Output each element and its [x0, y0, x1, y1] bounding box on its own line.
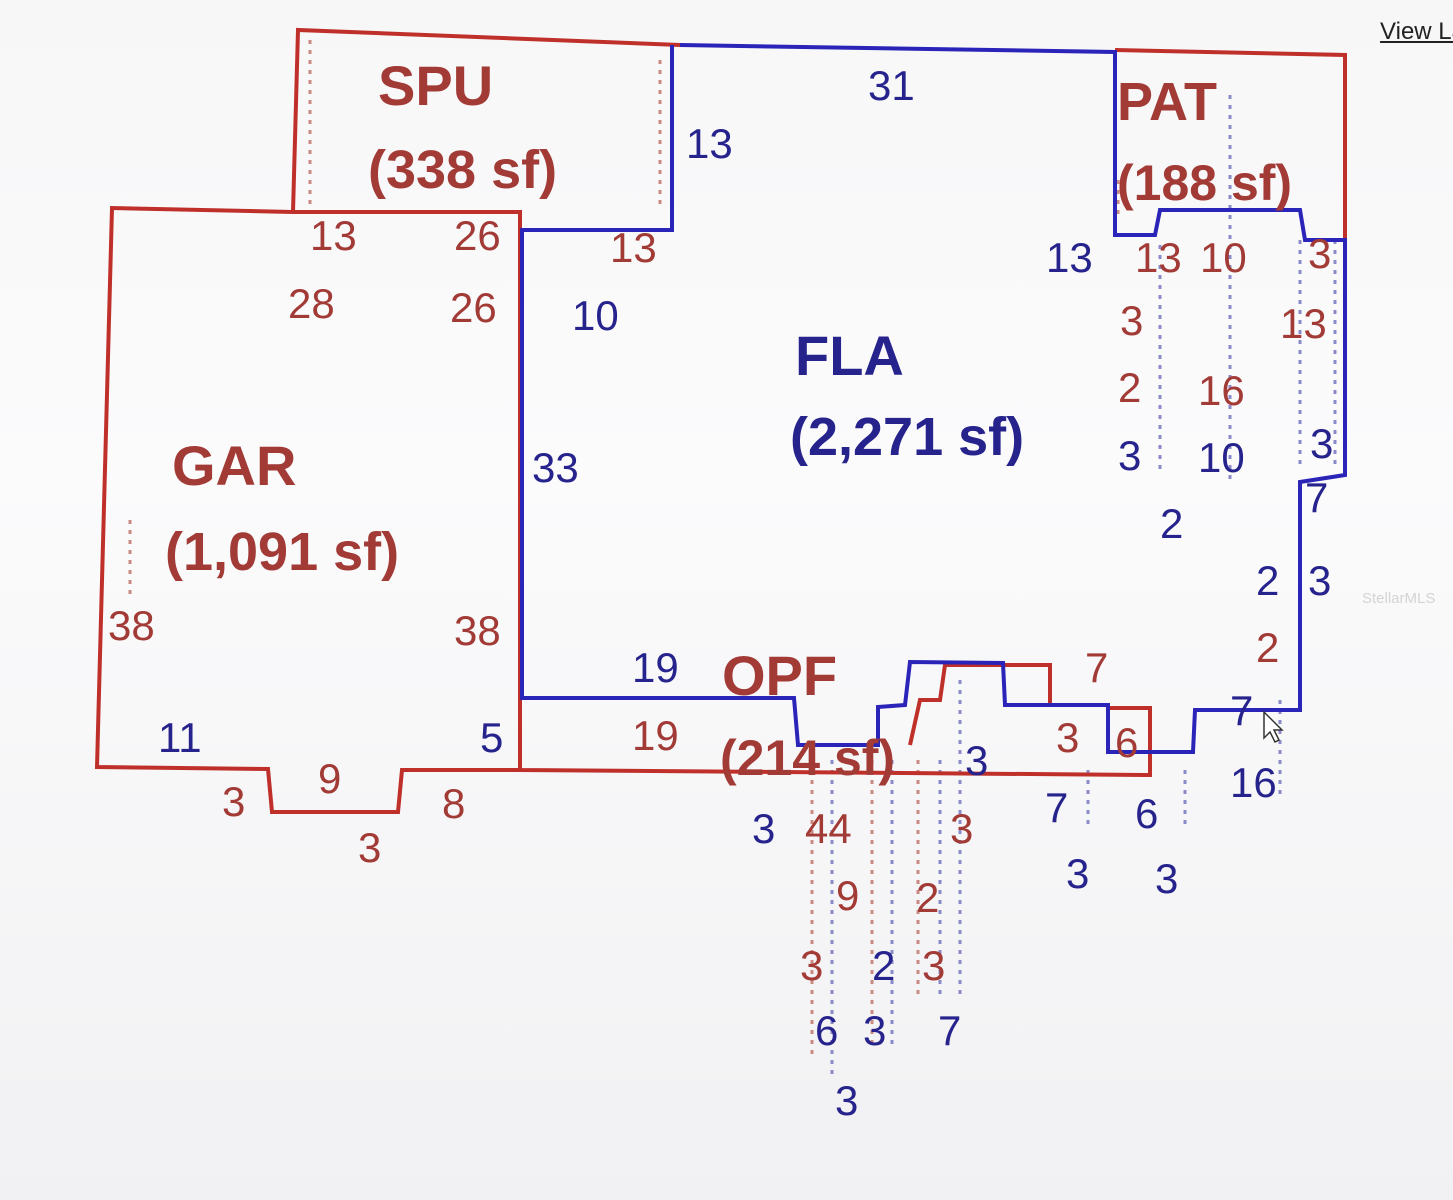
dim-opf-col-2a: 2 — [916, 874, 939, 921]
dim-opf-col-3d: 3 — [922, 942, 945, 989]
dim-pat-left: 13 — [1046, 234, 1093, 281]
dim-gar-right: 38 — [454, 607, 501, 654]
dim-pat-inner-top: 10 — [1200, 234, 1247, 281]
gar-size: (1,091 sf) — [165, 522, 399, 582]
watermark: StellarMLS — [1362, 590, 1436, 607]
fla-outline — [520, 43, 1347, 754]
dim-opf-col-3b: 3 — [950, 805, 973, 852]
view-larger-link[interactable]: View Lar — [1380, 18, 1453, 45]
dim-step-below-3b: 3 — [1155, 855, 1178, 902]
dim-opf-col-3e: 3 — [863, 1007, 886, 1054]
dim-opf-mid-3: 3 — [965, 737, 988, 784]
dim-notch-left: 3 — [222, 778, 245, 825]
opf-size: (214 sf) — [720, 730, 895, 786]
pat-outline — [1114, 48, 1347, 240]
opf-step-red — [908, 663, 1052, 746]
dim-fla-right-step2: 2 — [1256, 557, 1279, 604]
dim-notch-right: 8 — [442, 780, 465, 827]
spu-size: (338 sf) — [368, 140, 557, 200]
dim-opf-bottom: 19 — [632, 712, 679, 759]
dim-fla-right-step3: 3 — [1308, 557, 1331, 604]
dim-opf-col-7: 7 — [938, 1007, 961, 1054]
dim-opf-col-3f: 3 — [835, 1077, 858, 1124]
dim-gar-inner-left: 28 — [288, 280, 335, 327]
dim-pat-col-a1: 3 — [1120, 297, 1143, 344]
dim-fla-inner-left: 10 — [572, 292, 619, 339]
dim-step-box-3: 3 — [1056, 714, 1079, 761]
dim-opf-col-2b: 2 — [872, 942, 895, 989]
gar-code: GAR — [172, 434, 296, 497]
dim-pat-right-a: 13 — [1280, 300, 1327, 347]
mouse-cursor-icon — [1263, 710, 1284, 744]
dim-pat-col-b1: 16 — [1198, 367, 1245, 414]
dim-opf-col-44: 44 — [805, 805, 852, 852]
dim-opf-top: 19 — [632, 644, 679, 691]
dim-step-below-3a: 3 — [1066, 850, 1089, 897]
dim-gar-bottom-right: 5 — [480, 714, 503, 761]
opf-code: OPF — [722, 644, 837, 707]
dim-opf-col-3a: 3 — [752, 805, 775, 852]
dim-fla-right-mid: 2 — [1160, 500, 1183, 547]
dim-opf-col-6: 6 — [815, 1007, 838, 1054]
dim-step-below-6: 6 — [1135, 790, 1158, 837]
dim-fla-top-left: 13 — [610, 224, 657, 271]
dim-pat-right-b: 3 — [1310, 420, 1333, 467]
dim-gar-left: 38 — [108, 602, 155, 649]
dim-pat-inner-left: 13 — [1135, 234, 1182, 281]
dim-pat-col-a3: 3 — [1118, 432, 1141, 479]
dim-fla-left: 33 — [532, 444, 579, 491]
dim-opf-col-3c: 3 — [800, 942, 823, 989]
dim-step-top-7: 7 — [1085, 644, 1108, 691]
dim-step-box-6: 6 — [1115, 719, 1138, 766]
dim-notch-top: 9 — [318, 755, 341, 802]
dim-gar-top-right: 26 — [454, 212, 501, 259]
dim-fla-bottom-right-b: 16 — [1230, 759, 1277, 806]
dimension-labels: 31 13 13 26 28 26 13 10 33 38 38 11 5 3 … — [108, 62, 1333, 1124]
pat-size: (188 sf) — [1117, 155, 1292, 211]
dim-opf-col-9: 9 — [836, 872, 859, 919]
dim-pat-col-a2: 2 — [1118, 364, 1141, 411]
dim-fla-right-step4: 2 — [1256, 624, 1279, 671]
dim-gar-bottom-left: 11 — [158, 714, 202, 761]
dim-fla-bottom-right-a: 7 — [1230, 687, 1253, 734]
dim-gar-top-left: 13 — [310, 212, 357, 259]
dim-pat-col-b2: 10 — [1198, 434, 1245, 481]
fla-code: FLA — [795, 324, 904, 387]
gar-outline — [94, 205, 522, 814]
guide-lines — [128, 40, 1337, 1080]
dim-step-below-7: 7 — [1045, 784, 1068, 831]
fla-size: (2,271 sf) — [790, 407, 1024, 467]
pat-code: PAT — [1117, 72, 1217, 132]
spu-code: SPU — [378, 54, 493, 117]
dim-pat-inner-right: 3 — [1308, 230, 1331, 277]
dim-notch-bottom: 3 — [358, 824, 381, 871]
dim-fla-top: 31 — [868, 62, 915, 109]
dim-spu-right: 13 — [686, 120, 733, 167]
dim-fla-right-step1: 7 — [1305, 474, 1328, 521]
dim-gar-inner-right: 26 — [450, 284, 497, 331]
